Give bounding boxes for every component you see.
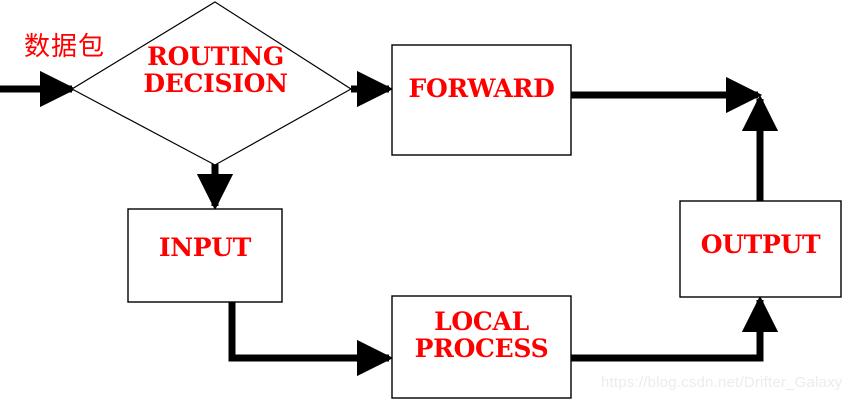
edge-local-process-to-output [570, 295, 779, 362]
node-output[interactable] [679, 200, 842, 298]
packet-annotation-label: 数据包 [24, 32, 106, 62]
node-forward[interactable] [391, 44, 572, 156]
watermark-text: https://blog.csdn.net/Drifter_Galaxy [601, 374, 843, 391]
edge-input-to-local-process [228, 302, 394, 377]
node-routing-decision[interactable] [70, 1, 353, 166]
node-input[interactable] [127, 208, 283, 303]
node-local-process[interactable] [391, 295, 572, 399]
